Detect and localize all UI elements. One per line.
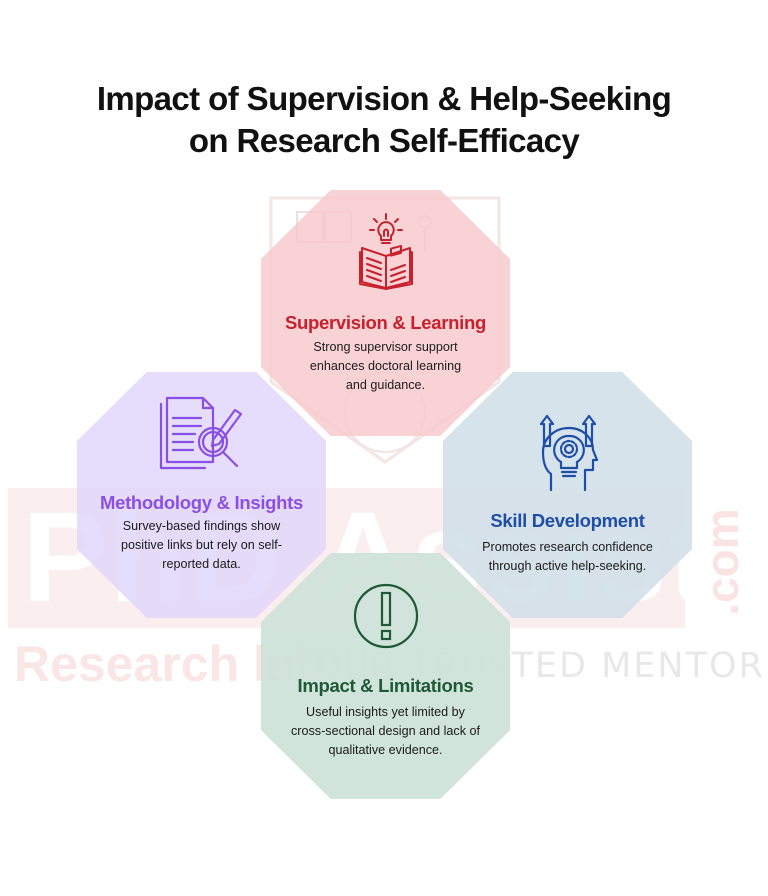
card-heading: Skill Development bbox=[490, 510, 645, 531]
card-heading: Methodology & Insights bbox=[99, 492, 304, 513]
document-magnifier-icon bbox=[159, 396, 242, 470]
head-lightbulb-gear-icon bbox=[539, 414, 598, 492]
card-impact-limitations: Impact & Limitations Useful insights yet… bbox=[261, 553, 510, 799]
title-line-1: Impact of Supervision & Help-Seeking bbox=[96, 80, 672, 117]
card-description: Promotes research confidence through act… bbox=[482, 540, 653, 573]
card-description: Strong supervisor support enhances docto… bbox=[309, 340, 462, 392]
book-lightbulb-icon bbox=[358, 213, 413, 290]
card-methodology-insights: Methodology & Insights Survey-based find… bbox=[77, 372, 326, 618]
watermark-domain: .com bbox=[696, 508, 748, 616]
card-description: Useful insights yet limited by cross-sec… bbox=[290, 705, 480, 757]
card-skill-development: Skill Development Promotes research conf… bbox=[443, 372, 692, 618]
card-supervision-learning: Supervision & Learning Strong supervisor… bbox=[261, 190, 510, 436]
exclamation-circle-icon bbox=[353, 583, 418, 649]
page-title: Impact of Supervision & Help-Seeking on … bbox=[0, 78, 768, 162]
card-description: Survey-based findings show positive link… bbox=[121, 519, 282, 571]
title-line-2: on Research Self-Efficacy bbox=[188, 122, 580, 159]
card-heading: Impact & Limitations bbox=[297, 675, 474, 696]
card-heading: Supervision & Learning bbox=[284, 312, 487, 333]
